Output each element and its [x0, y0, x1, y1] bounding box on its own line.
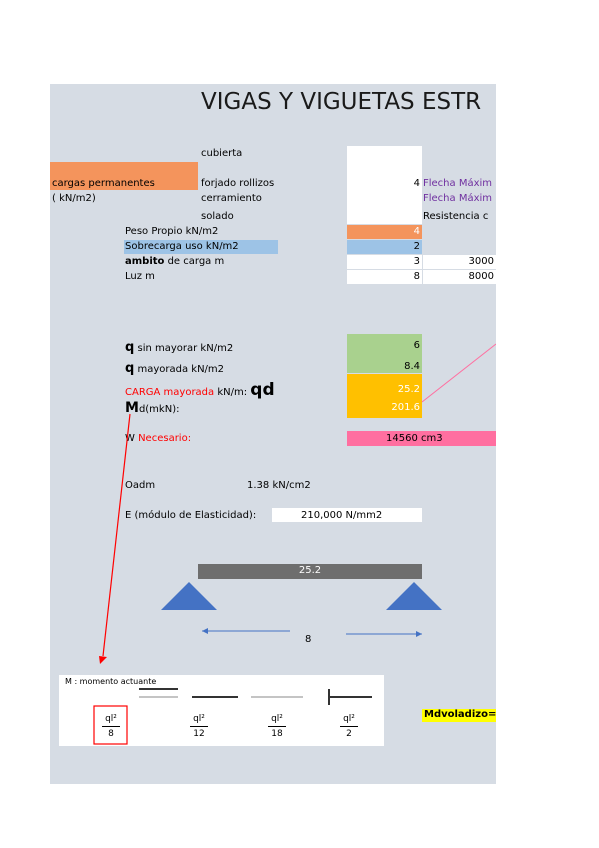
peso-propio-cell[interactable]	[347, 225, 422, 239]
qd-sym: qd	[250, 380, 275, 400]
spreadsheet-area: VIGAS Y VIGUETAS ESTR cargas permanentes…	[50, 84, 496, 784]
frac-3-line	[268, 726, 286, 727]
w-label: W Necesario:	[125, 433, 191, 444]
q-sin-value: 6	[413, 340, 420, 351]
inset-beams	[93, 688, 372, 745]
peso-propio-value: 4	[413, 226, 420, 237]
forjado-value[interactable]: 4	[413, 178, 420, 189]
w-text: W	[125, 433, 139, 444]
diagram-overlay	[99, 343, 496, 664]
md-sym: M	[125, 400, 139, 416]
moment-formulas-image: M : momento actuante ql² 8 ql² 12 ql² 18…	[59, 675, 384, 746]
q-may-text: mayorada kN/m2	[134, 364, 225, 375]
frac-4-num: ql²	[343, 714, 355, 724]
w-pink-cell	[347, 431, 496, 446]
md-text: d(mkN):	[138, 404, 180, 415]
w-unit: cm3	[421, 433, 443, 444]
item-forjado[interactable]: forjado rollizos	[201, 178, 275, 189]
input-column	[347, 146, 422, 224]
item-solado[interactable]: solado	[201, 211, 234, 222]
mdvoladizo-label: Mdvoladizo=	[424, 709, 496, 720]
item-cubierta[interactable]: cubierta	[201, 148, 243, 159]
frac-1-den: 8	[108, 729, 114, 739]
frac-2-den: 12	[193, 729, 205, 739]
cargas-label[interactable]: cargas permanentes	[52, 178, 155, 189]
e-cell[interactable]	[272, 508, 422, 522]
frac-4-line	[340, 726, 358, 727]
flecha-note-1: Flecha Máxim	[423, 178, 493, 189]
ambito-bold: ambito	[125, 256, 165, 267]
sobrecarga-value: 2	[413, 241, 420, 252]
md-value: 201.6	[391, 402, 420, 413]
e-label: E (módulo de Elasticidad):	[125, 510, 257, 521]
e-wrap: 210,000 N/mm2	[301, 510, 382, 521]
q-green-cell	[347, 334, 422, 373]
luz-value: 8	[413, 271, 420, 282]
carga-unit: kN/m:	[214, 387, 251, 398]
e-value: 210,000	[301, 510, 343, 521]
carga-red: CARGA mayorada	[125, 387, 215, 398]
selected-formula-box	[93, 705, 128, 745]
left-support-icon	[161, 582, 217, 610]
carga-gold-cell	[347, 374, 422, 418]
frac-3-num: ql²	[271, 714, 283, 724]
q-sin-label: q sin mayorar kN/m2	[125, 340, 233, 355]
span-label: 8	[305, 634, 312, 645]
luz-extra-cell	[423, 270, 496, 284]
carga-value: 25.2	[397, 384, 420, 395]
red-arrow-icon	[99, 656, 107, 664]
q-may-value: 8.4	[404, 361, 420, 372]
ambito-value: 3	[413, 256, 420, 267]
sobrecarga-cell[interactable]	[347, 240, 422, 254]
md-label: Md(mkN):	[125, 400, 179, 416]
resistencia-note: Resistencia c	[423, 211, 489, 222]
flecha-note-2: Flecha Máxim	[423, 193, 493, 204]
cargas-highlight	[50, 162, 198, 190]
carga-label: CARGA mayorada kN/m: qd	[125, 380, 275, 400]
ambito-cell[interactable]	[347, 255, 422, 269]
oadm-unit: kN/cm2	[272, 480, 311, 491]
frac-2-num: ql²	[193, 714, 205, 724]
frac-1-line	[102, 726, 120, 727]
item-cerramiento[interactable]: cerramiento	[201, 193, 262, 204]
span-arrow-left-icon	[202, 628, 208, 634]
q-sin-sym: q	[125, 340, 135, 355]
ambito-extra: 3000	[468, 256, 494, 267]
luz-extra: 8000	[468, 271, 494, 282]
span-arrow-right-icon	[416, 631, 422, 637]
q-may-label: q mayorada kN/m2	[125, 361, 224, 376]
oadm-value: 1.38	[247, 480, 270, 491]
frac-3-den: 18	[271, 729, 283, 739]
sobrecarga-label-bg	[124, 240, 278, 254]
ambito-rest: de carga m	[164, 256, 225, 267]
w-red: Necesario:	[138, 433, 192, 444]
peso-propio-label: Peso Propio kN/m2	[125, 226, 219, 237]
q-sin-text: sin mayorar kN/m2	[134, 343, 234, 354]
frac-1-num: ql²	[105, 714, 117, 724]
sheet-title: VIGAS Y VIGUETAS ESTR	[201, 89, 482, 115]
e-unit: N/mm2	[345, 510, 383, 521]
cargas-unit[interactable]: ( kN/m2)	[52, 193, 96, 204]
ambito-label: ambito de carga m	[125, 256, 224, 267]
right-support-icon	[386, 582, 442, 610]
w-value: 14560	[386, 433, 418, 444]
beam-load: 25.2	[298, 565, 322, 576]
mdvoladizo-cell[interactable]	[422, 709, 496, 722]
pink-leader-line	[421, 343, 496, 403]
frac-4-den: 2	[346, 729, 352, 739]
inset-header: M : momento actuante	[65, 677, 157, 686]
luz-label: Luz m	[125, 271, 155, 282]
luz-cell[interactable]	[347, 270, 422, 284]
beam-bar	[198, 564, 422, 579]
oadm-wrap: 1.38 kN/cm2	[247, 480, 311, 491]
ambito-extra-cell	[423, 255, 496, 269]
sobrecarga-label: Sobrecarga uso kN/m2	[125, 241, 239, 252]
w-value-wrap: 14560 cm3	[386, 433, 443, 444]
oadm-label: Oadm	[125, 480, 156, 491]
red-leader-line	[102, 413, 131, 657]
frac-2-line	[190, 726, 208, 727]
q-may-sym: q	[125, 361, 135, 376]
